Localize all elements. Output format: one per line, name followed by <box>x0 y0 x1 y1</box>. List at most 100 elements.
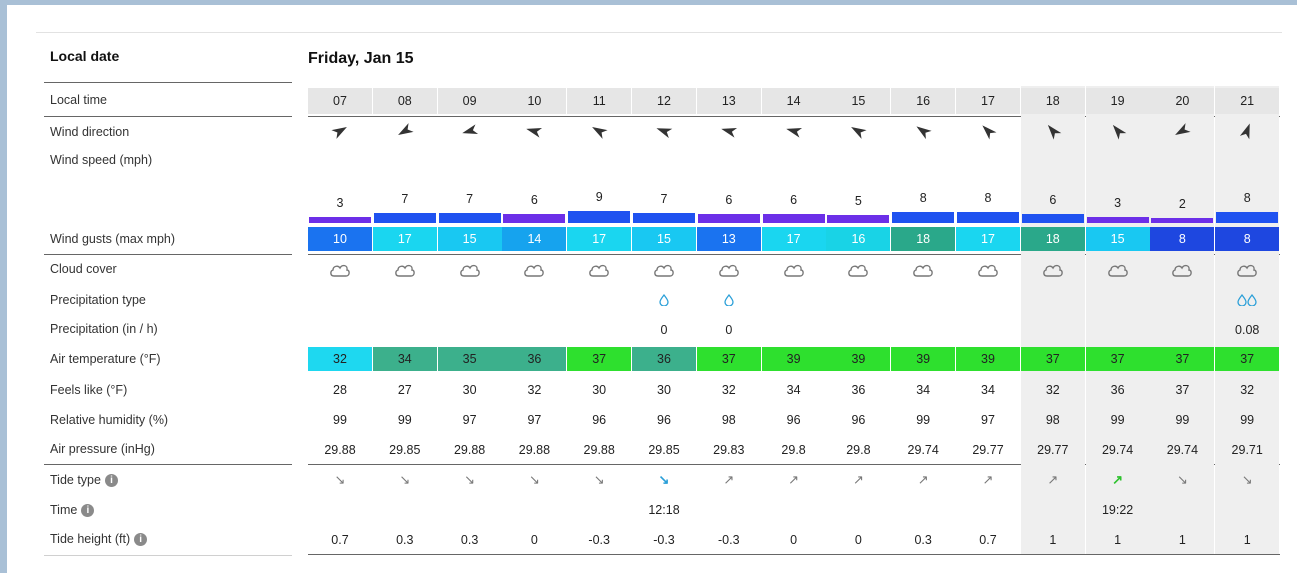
row-divider <box>308 254 1280 255</box>
humidity-value: 97 <box>981 413 995 427</box>
humidity-value: 96 <box>657 413 671 427</box>
feels-like-value: 27 <box>397 383 412 397</box>
tide-height-value: -0.3 <box>653 533 675 547</box>
wind-gust-cell: 17 <box>956 227 1020 251</box>
cloud-icon <box>891 258 955 282</box>
cloud-icon <box>956 258 1020 282</box>
humidity-value: 98 <box>721 413 736 427</box>
tide-time-value <box>762 498 826 522</box>
wind-speed-value: 2 <box>1178 197 1186 211</box>
cloud-icon <box>567 258 631 282</box>
pressure-value: 29.8 <box>781 443 806 457</box>
cloud-icon <box>502 258 566 282</box>
wind-speed-bar <box>1151 218 1214 223</box>
feels-like-value: 37 <box>1175 383 1190 397</box>
local-time-cell: 10 <box>502 88 567 114</box>
info-icon[interactable]: i <box>81 504 95 518</box>
air-temp-cell: 32 <box>308 347 372 371</box>
humidity-value: 99 <box>397 413 412 427</box>
wind-direction-icon <box>1021 118 1085 144</box>
humidity-value: 96 <box>851 413 866 427</box>
tide-height-value: -0.3 <box>718 533 740 547</box>
cloud-icon <box>373 258 437 282</box>
tide-height-value: 0 <box>790 533 798 547</box>
wind-speed-bar <box>762 214 825 223</box>
precip-type-icon <box>438 288 502 312</box>
wind-direction-icon <box>438 118 502 144</box>
tide-type-icon: ↗ <box>1112 472 1124 487</box>
tide-height-value: 0.7 <box>979 533 997 547</box>
row-divider <box>308 464 1280 465</box>
wind-direction-icon <box>1215 118 1279 144</box>
wind-speed-bar <box>1021 214 1084 223</box>
precip-type-icon <box>373 288 437 312</box>
precip-type-icon <box>632 288 696 312</box>
tide-height-value: 0.3 <box>460 533 479 547</box>
precip-type-icon <box>308 288 372 312</box>
air-temp-cell: 37 <box>1020 347 1085 371</box>
tide-type-icon: ↘ <box>1176 472 1188 487</box>
precip-type-icon <box>697 288 761 312</box>
wind-speed-bar <box>827 215 890 223</box>
precip-value <box>373 318 437 342</box>
label-tide-height: Tide height (ft)i <box>50 532 148 547</box>
feels-like-value: 34 <box>916 383 931 397</box>
wind-direction-icon <box>891 118 955 144</box>
label-tide-height-text: Tide height (ft) <box>50 532 131 546</box>
precip-value <box>1021 318 1085 342</box>
pressure-value: 29.71 <box>1231 443 1263 457</box>
tide-height-value: 1 <box>1114 533 1122 547</box>
precip-value <box>438 318 502 342</box>
tide-time-value <box>373 498 437 522</box>
label-divider <box>44 254 292 255</box>
feels-like-value: 32 <box>1240 383 1255 397</box>
tide-type-icon: ↗ <box>788 472 800 487</box>
pressure-value: 29.88 <box>453 443 486 457</box>
local-time-cell: 07 <box>308 88 372 114</box>
info-icon[interactable]: i <box>104 474 118 488</box>
humidity-value: 96 <box>592 413 607 427</box>
local-time-cell: 13 <box>696 88 761 114</box>
tide-type-icon: ↗ <box>982 472 994 487</box>
wind-speed-value: 7 <box>466 192 474 206</box>
info-icon[interactable]: i <box>134 533 148 547</box>
label-humidity: Relative humidity (%) <box>50 413 169 427</box>
wind-gust-cell: 15 <box>632 227 696 251</box>
wind-speed-value: 6 <box>530 193 538 207</box>
pressure-value: 29.88 <box>583 443 615 457</box>
cloud-icon <box>438 258 502 282</box>
precip-value <box>891 318 955 342</box>
tide-time-value <box>1150 498 1214 522</box>
wind-speed-value: 6 <box>1049 193 1057 207</box>
wind-speed-value: 7 <box>401 192 409 206</box>
air-temp-cell: 37 <box>1215 347 1280 371</box>
label-divider <box>44 82 292 83</box>
label-divider <box>44 464 292 465</box>
precip-value <box>567 318 631 342</box>
wind-gust-cell: 17 <box>567 227 632 251</box>
label-divider <box>44 555 292 556</box>
wind-direction-icon <box>1150 118 1214 144</box>
precip-type-icon <box>762 288 826 312</box>
tide-type-icon: ↗ <box>917 472 929 487</box>
wind-speed-bar <box>568 211 631 223</box>
feels-like-value: 28 <box>333 383 347 397</box>
label-wind-gusts: Wind gusts (max mph) <box>50 232 176 246</box>
air-temp-cell: 34 <box>372 347 437 371</box>
wind-speed-value: 8 <box>984 191 992 205</box>
cloud-icon <box>308 258 372 282</box>
local-time-cell: 08 <box>372 88 437 114</box>
wind-speed-bar <box>892 212 955 223</box>
wind-gust-cell: 14 <box>502 227 567 251</box>
label-pressure: Air pressure (inHg) <box>50 442 155 456</box>
tide-height-value: 1 <box>1178 533 1186 547</box>
air-temp-cell: 37 <box>1150 347 1215 371</box>
